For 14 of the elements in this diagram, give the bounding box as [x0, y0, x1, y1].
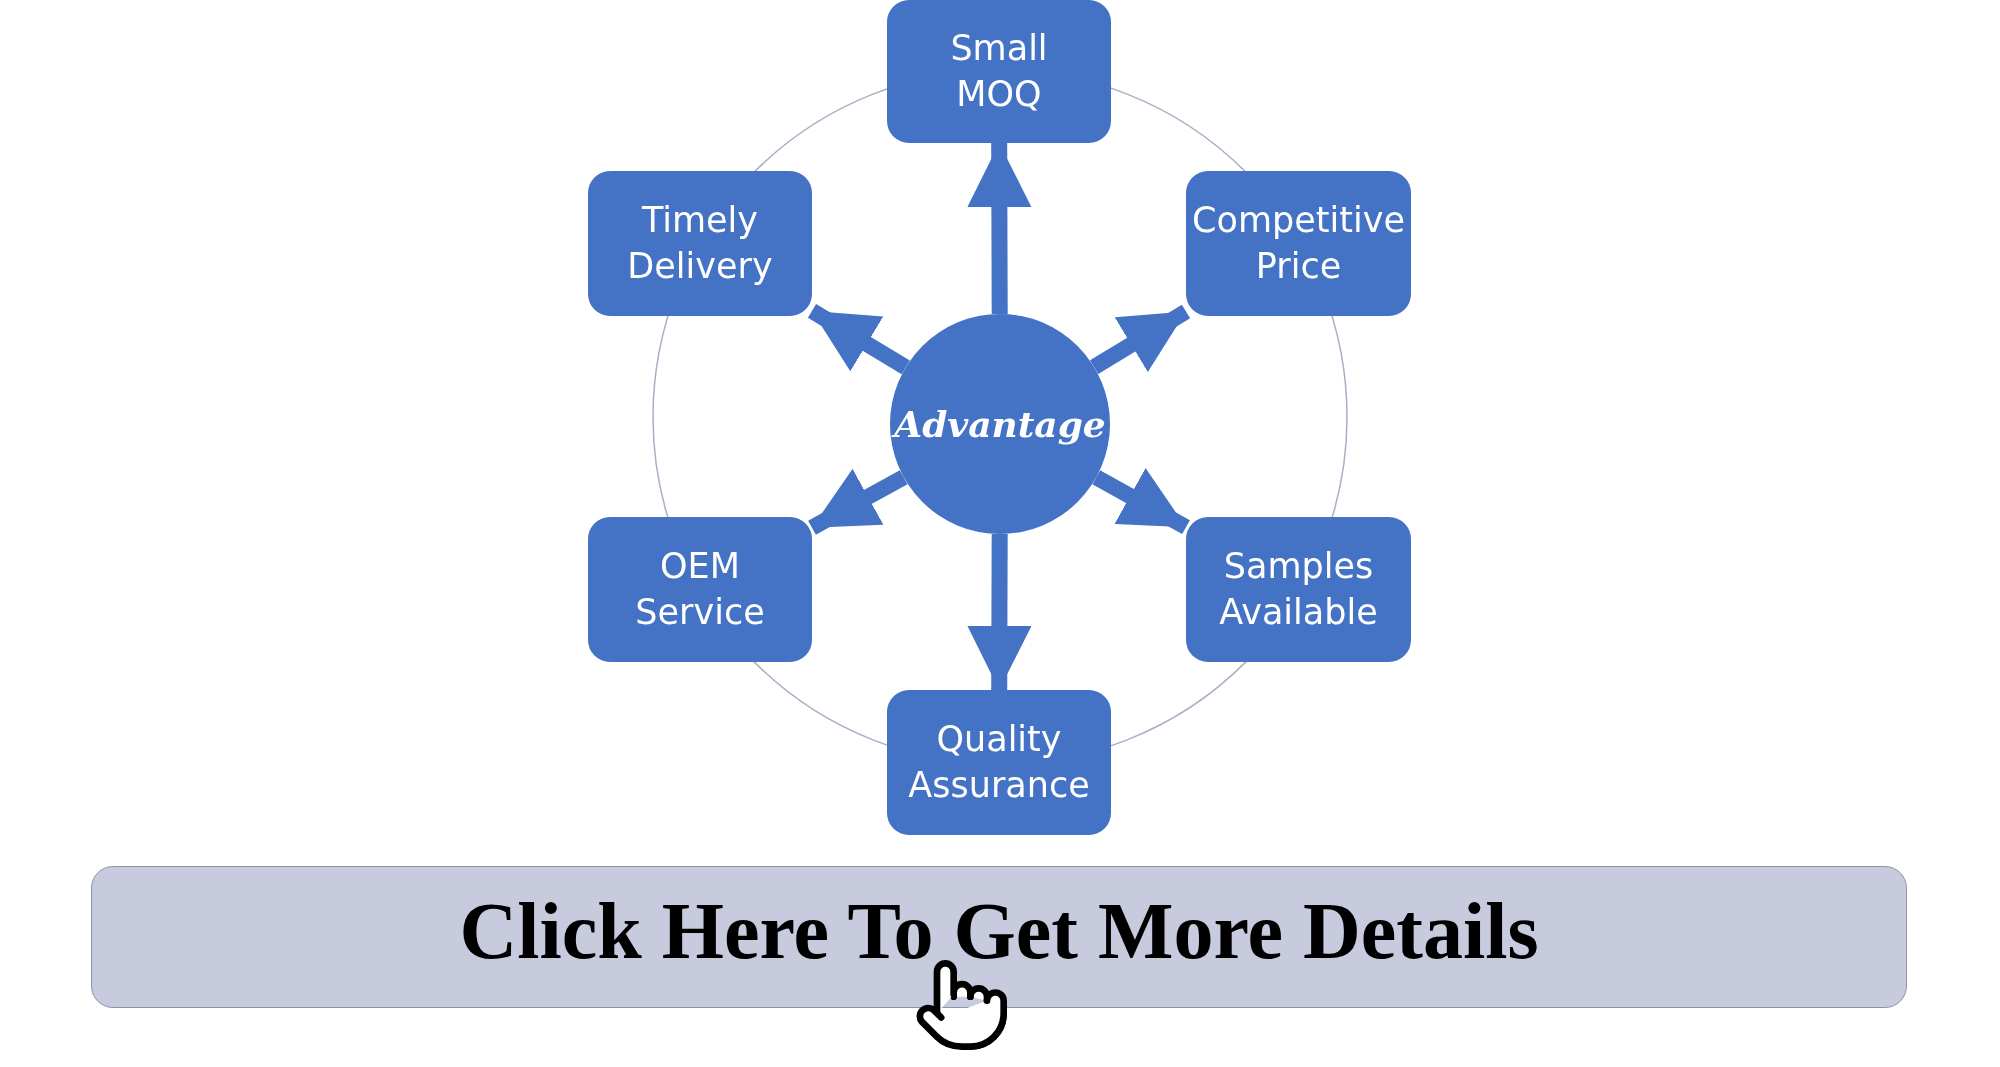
advantage-box: OEM Service	[588, 517, 812, 662]
advantage-box: Timely Delivery	[588, 171, 812, 316]
center-circle: Advantage	[890, 314, 1110, 534]
block-arrow	[967, 142, 1032, 315]
block-arrow	[1092, 468, 1190, 535]
advantage-box: Samples Available	[1186, 517, 1411, 662]
details-banner: Click Here To Get More Details	[91, 866, 1907, 1008]
block-arrow	[808, 468, 908, 535]
block-arrow	[807, 304, 910, 375]
advantage-box: Quality Assurance	[887, 690, 1111, 835]
advantage-box: Competitive Price	[1186, 171, 1411, 316]
block-arrow	[967, 533, 1032, 691]
block-arrow	[1090, 304, 1191, 374]
advantage-box: Small MOQ	[887, 0, 1111, 143]
